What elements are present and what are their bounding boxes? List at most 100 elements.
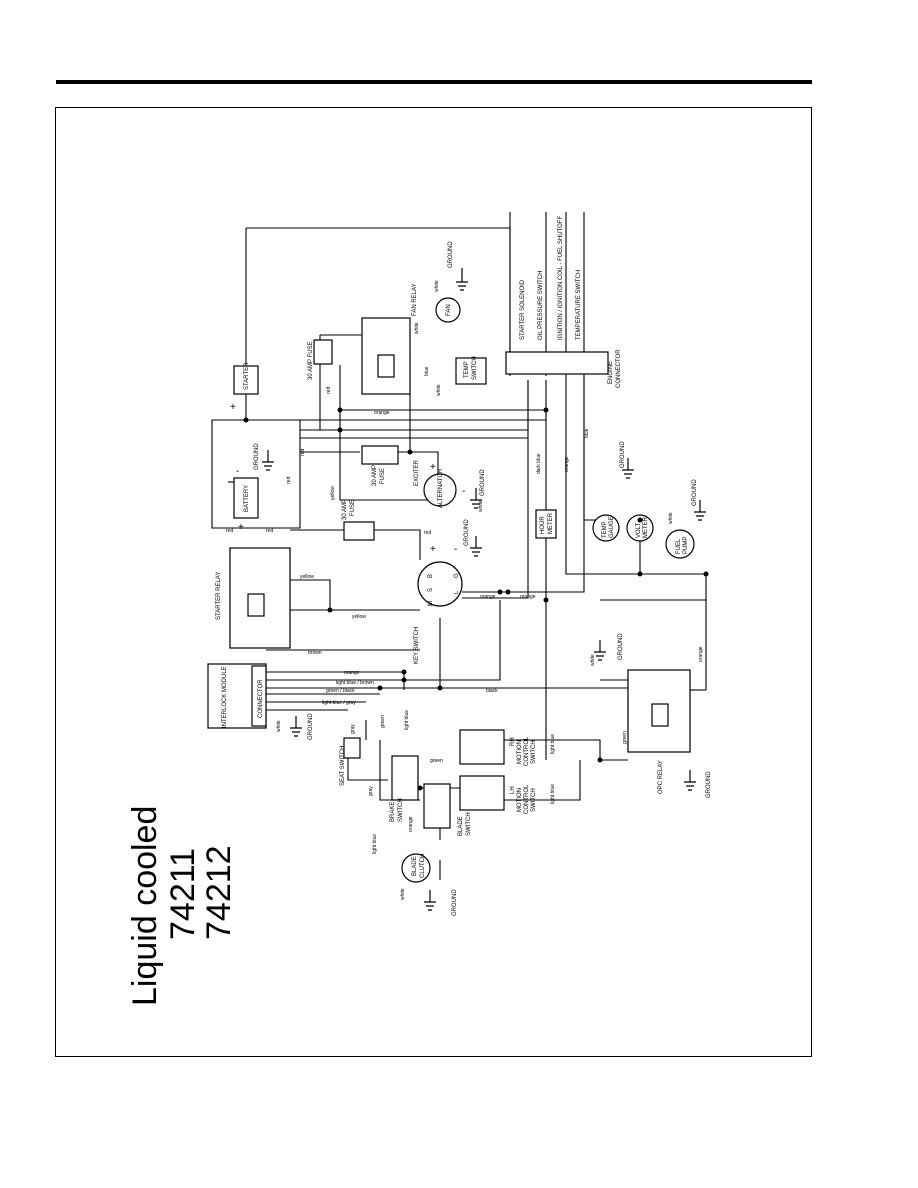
title-line-3: 74212 xyxy=(200,845,238,940)
temp-switch-label-2: SWITCH xyxy=(472,356,478,380)
wire-red-6: red xyxy=(424,530,431,536)
interlock-module-label: INTERLOCK MODULE xyxy=(222,666,228,728)
exciter-label: EXCITER xyxy=(414,459,420,486)
battery-label: BATTERY xyxy=(244,485,250,512)
key-m-label: M xyxy=(428,601,434,606)
ground-label-opc-top: GROUND xyxy=(618,633,624,660)
wire-gray-1: gray xyxy=(350,724,356,734)
ground-label-alternator: GROUND xyxy=(480,469,486,496)
ground-label-opc-bottom: GROUND xyxy=(706,771,712,798)
plus-battery: + xyxy=(238,522,244,533)
starter-label: STARTER xyxy=(244,362,250,390)
ground-label-key: GROUND xyxy=(464,519,470,546)
engine-connector-label-2: CONNECTOR xyxy=(616,349,622,388)
temp-gauge-label-1: TEMP xyxy=(602,521,608,538)
key-fuse-label-1: 30 AMP xyxy=(342,499,348,520)
key-switch-label: KEY SWITCH xyxy=(414,627,420,664)
starter-relay-coil xyxy=(247,593,265,617)
hour-meter-label-2: METER xyxy=(548,512,554,534)
volt-meter-label-1: VOLT xyxy=(636,522,642,538)
key-s-label: S xyxy=(428,588,434,592)
ground-label-interlock: GROUND xyxy=(308,713,314,740)
engine-connector-box xyxy=(505,351,609,375)
ground-label-clutch: GROUND xyxy=(452,889,458,916)
battery-box xyxy=(233,477,259,519)
blade-clutch-label-1: BLADE xyxy=(412,856,418,876)
wire-blue-2: blue xyxy=(584,428,590,438)
exciter-fuse-label-1: 30 AMP xyxy=(372,465,378,486)
lh-motion-switch-box xyxy=(459,775,505,811)
hour-meter-label-1: HOUR xyxy=(540,516,546,534)
fan-relay-coil xyxy=(377,354,395,378)
starter-relay-label: STARTER RELAY xyxy=(216,572,222,620)
key-switch-circle xyxy=(417,561,463,607)
key-l-label: L xyxy=(454,590,460,594)
wire-orange-1: orange xyxy=(374,410,390,416)
wire-red-4: red xyxy=(226,528,233,534)
fan-relay-label: FAN RELAY xyxy=(412,283,418,316)
top-rule xyxy=(56,80,812,84)
ground-label-fan: GROUND xyxy=(448,241,454,268)
wire-orange-7: orange xyxy=(408,816,414,832)
minus-exciter: - xyxy=(462,486,465,497)
brake-switch-box xyxy=(391,755,419,801)
wire-yellow-2: yellow xyxy=(300,574,314,580)
wire-light-blue-brown: light blue / brown xyxy=(336,680,374,686)
opc-relay-label: OPC RELAY xyxy=(658,760,664,794)
wire-white-2: white xyxy=(436,384,442,396)
blade-clutch-circle xyxy=(401,853,431,883)
lh-motion-label-2: MOTION xyxy=(517,788,523,812)
title-line-2: 74211 xyxy=(164,848,202,940)
exciter-fuse-box xyxy=(361,445,399,465)
volt-meter-label-2: METER xyxy=(643,516,649,538)
connector-box xyxy=(251,665,267,727)
wire-yellow-1: yellow xyxy=(330,486,336,500)
exciter-fuse-label-2: FUSE xyxy=(380,468,386,484)
ground-label-battery: GROUND xyxy=(254,443,260,470)
brake-switch-label-2: SWITCH xyxy=(398,798,404,822)
blade-switch-box xyxy=(423,783,451,829)
fan-circle xyxy=(435,297,461,323)
diagram-frame xyxy=(55,107,812,1057)
key-g-label: G xyxy=(454,573,460,578)
wire-green-1: green xyxy=(380,715,386,728)
key-fuse-box xyxy=(343,521,375,541)
wire-green-black: green / black xyxy=(326,688,355,694)
temp-gauge-label-2: GAUGE xyxy=(609,516,615,538)
opc-relay-coil xyxy=(651,703,669,727)
starter-box xyxy=(233,365,259,395)
alternator-label: ALTERNATOR xyxy=(438,468,444,508)
lh-motion-label-4: SWITCH xyxy=(531,788,537,812)
wire-red-3: red xyxy=(326,387,332,394)
ground-label-temp-gauge: GROUND xyxy=(620,441,626,468)
blade-switch-label-2: SWITCH xyxy=(466,812,472,836)
temp-gauge-circle xyxy=(592,514,620,542)
rh-motion-label-1: RH xyxy=(510,737,516,746)
brake-switch-label-1: BRAKE xyxy=(390,802,396,822)
wire-white-4: white xyxy=(668,512,674,524)
wire-orange-3: orange xyxy=(520,594,536,600)
minus-key: - xyxy=(454,544,457,555)
wire-dark-blue: dark blue xyxy=(536,453,542,474)
fuel-pump-circle xyxy=(665,529,695,559)
rh-motion-label-2: MOTION xyxy=(517,740,523,764)
plus-exciter: + xyxy=(430,462,436,473)
wire-white-8: white xyxy=(434,280,440,292)
wire-orange-2: orange xyxy=(480,594,496,600)
key-b-label: B xyxy=(428,574,434,578)
wire-orange-6: orange xyxy=(344,670,360,676)
fuel-pump-label-1: FUEL xyxy=(676,538,682,554)
wire-light-blue-4: light blue xyxy=(372,834,378,854)
blade-switch-label-1: BLADE xyxy=(458,816,464,836)
bus-starter-solenoid-label: STARTER SOLENOID xyxy=(520,279,526,340)
wire-white-7: white xyxy=(400,888,406,900)
rh-motion-switch-box xyxy=(459,729,505,765)
alternator-circle xyxy=(423,473,457,507)
wire-light-blue-1: light blue xyxy=(404,710,410,730)
temp-switch-box xyxy=(455,357,487,385)
wire-light-blue-gray: light blue / gray xyxy=(322,700,356,706)
wire-white-5: white xyxy=(590,654,596,666)
rh-motion-label-4: SWITCH xyxy=(531,740,537,764)
connector-label: CONNECTOR xyxy=(258,679,264,718)
